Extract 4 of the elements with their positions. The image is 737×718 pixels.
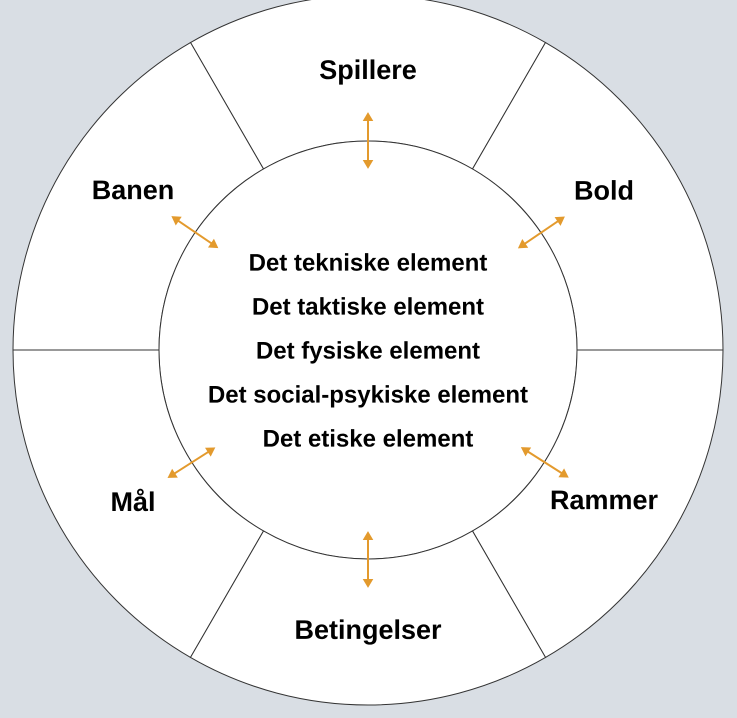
- ring-segment: Betingelser: [190, 530, 546, 706]
- node-label: Bold: [576, 180, 632, 200]
- ring-segment: Spillere: [190, 0, 546, 170]
- node-label: Betingelser: [296, 619, 442, 645]
